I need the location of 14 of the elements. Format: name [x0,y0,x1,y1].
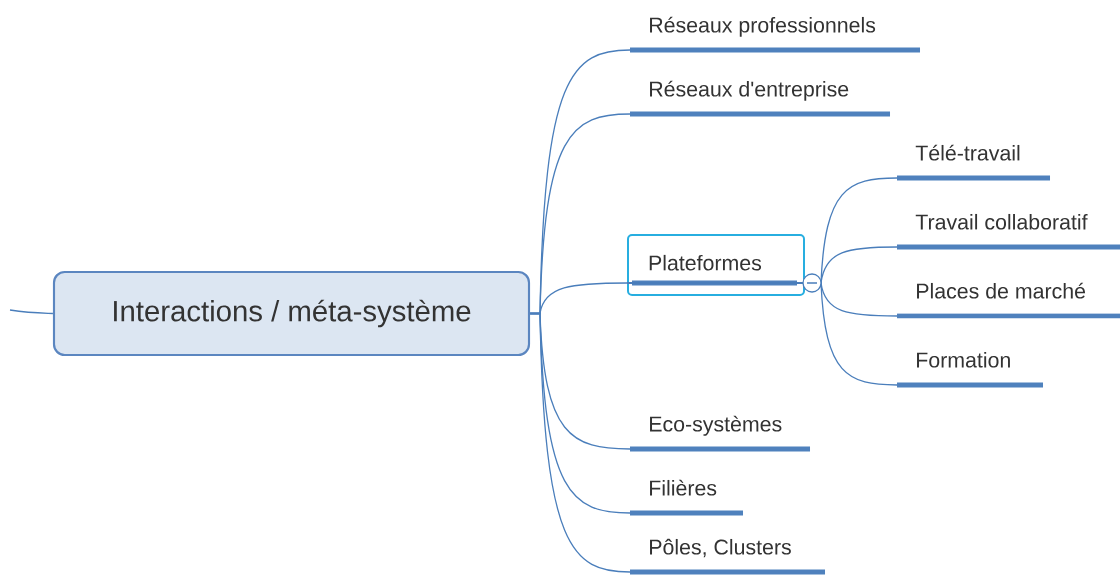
branch-topic: Télé-travail [897,144,1050,181]
branch-line [529,312,631,573]
branch-line [9,309,54,315]
branch-topic: Réseaux professionnels [630,16,920,53]
branch-topic: Places de marché [897,282,1120,319]
branch-topic: Réseaux d'entreprise [630,80,890,117]
branch-topic: Pôles, Clusters [630,538,825,575]
branch-line [626,282,898,386]
branch-topic: Travail collaboratif [897,213,1120,250]
branch-topic: Formation [897,351,1043,388]
branch-topic: Filières [630,479,743,516]
branch-topic: Eco-systèmes [630,415,810,452]
selected-branch: Plateformes [627,234,805,296]
topic-box: Interactions / méta-système [52,270,531,357]
